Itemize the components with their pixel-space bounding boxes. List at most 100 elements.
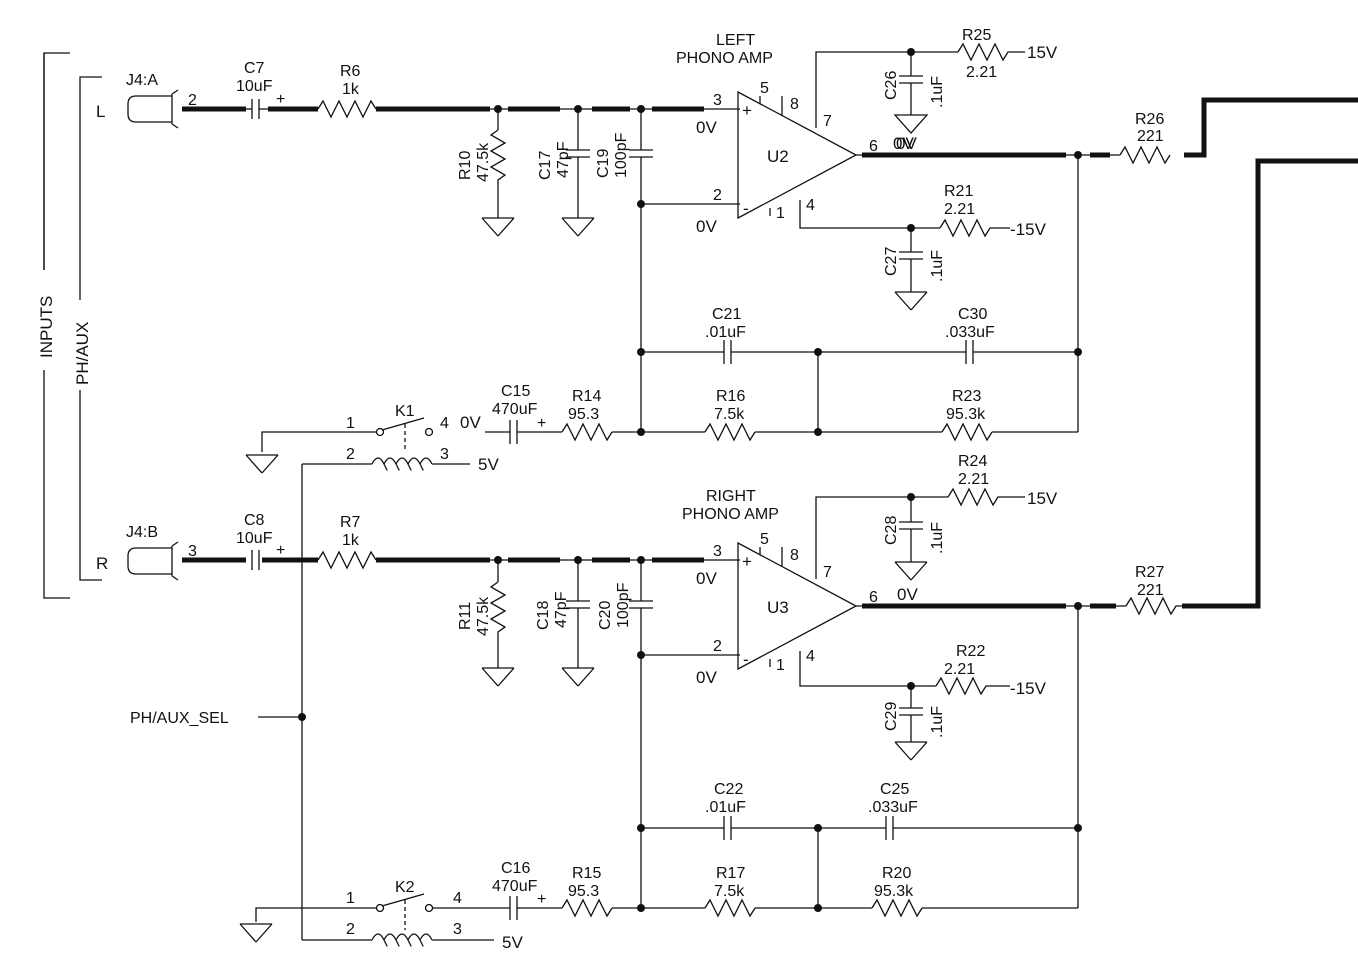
c8-ref: C8	[244, 512, 265, 529]
c15-plus: +	[537, 415, 546, 432]
k1-pin4: 4	[440, 415, 449, 432]
resistor-r6-icon	[317, 99, 377, 119]
c16-ref: C16	[501, 860, 530, 877]
u3-pin8: 8	[790, 547, 799, 564]
u2-pin3: 3	[713, 92, 722, 109]
u3-plus: +	[742, 552, 752, 571]
c8-value: 10uF	[236, 530, 273, 547]
r22-value: 2.21	[944, 661, 975, 678]
r26-value: 221	[1137, 128, 1164, 145]
k2-ref: K2	[395, 879, 415, 896]
r14-value: 95.3	[568, 406, 599, 423]
channel-right-label: R	[96, 554, 108, 573]
r17-value: 7.5k	[714, 883, 745, 900]
ground-icon	[239, 923, 273, 943]
c19-value: 100pF	[613, 132, 630, 178]
c18-ref: C18	[535, 601, 552, 630]
relay-k2-icon	[255, 893, 494, 947]
r22-supply: -15V	[1010, 679, 1047, 698]
u3-pin3: 3	[713, 543, 722, 560]
c22-value: .01uF	[705, 799, 746, 816]
r23-ref: R23	[952, 388, 981, 405]
u3-0v-out: 0V	[897, 585, 918, 604]
r27-value: 221	[1137, 582, 1164, 599]
r27-ref: R27	[1135, 564, 1164, 581]
relay-k1-icon	[261, 417, 470, 471]
u2-title-1: LEFT	[716, 32, 755, 49]
k1-pin3: 3	[440, 446, 449, 463]
resistor-r16-icon	[704, 422, 756, 442]
resistor-r20-icon	[871, 898, 923, 918]
c28-value: .1uF	[929, 522, 946, 554]
u2-pin4: 4	[806, 197, 815, 214]
u2-pin5: 5	[760, 80, 769, 97]
u2-title-2: PHONO AMP	[676, 50, 773, 67]
resistor-r26-icon	[1119, 145, 1171, 165]
c8-plus: +	[276, 542, 285, 559]
resistor-r10-icon	[489, 129, 507, 218]
c30-value: .033uF	[945, 324, 995, 341]
c15-ref: C15	[501, 383, 530, 400]
k2-pin4: 4	[453, 890, 462, 907]
j4a-label: J4:A	[126, 72, 158, 89]
ground-icon	[894, 561, 928, 581]
u3-0v-plus: 0V	[696, 569, 717, 588]
r23-value: 95.3k	[946, 406, 986, 423]
u3-pin7: 7	[823, 564, 832, 581]
u3-pin5: 5	[760, 531, 769, 548]
k1-ref: K1	[395, 403, 415, 420]
ground-icon	[245, 454, 279, 474]
resistor-r27-icon	[1125, 596, 1182, 616]
jack-j4a-icon	[127, 89, 179, 129]
c26-ref: C26	[883, 71, 900, 100]
r15-ref: R15	[572, 865, 601, 882]
r25-ref: R25	[962, 27, 991, 44]
r24-ref: R24	[958, 453, 987, 470]
u3-minus: -	[743, 650, 749, 669]
j4a-pin: 2	[188, 92, 197, 109]
r11-value: 47.5k	[475, 596, 492, 636]
c7-plus: +	[276, 91, 285, 108]
u2-plus: +	[742, 101, 752, 120]
u2-0v-minus: 0V	[696, 217, 717, 236]
c27-value: .1uF	[929, 250, 946, 282]
u3-pin2: 2	[713, 638, 722, 655]
c21-value: .01uF	[705, 324, 746, 341]
r25-supply: 15V	[1027, 43, 1058, 62]
u2-0v-plus: 0V	[696, 118, 717, 137]
resistor-r22-icon	[935, 676, 1010, 696]
r24-value: 2.21	[958, 471, 989, 488]
k1-0v: 0V	[460, 413, 481, 432]
u2-pin8: 8	[790, 96, 799, 113]
jack-j4b-icon	[127, 541, 179, 581]
opamp-u2-icon	[737, 90, 858, 220]
ground-icon	[561, 667, 595, 687]
u2-ref: U2	[767, 147, 789, 166]
k2-5v: 5V	[502, 933, 523, 952]
resistor-r25-icon	[957, 42, 1025, 62]
r10-value: 47.5k	[475, 142, 492, 182]
c20-value: 100pF	[615, 582, 632, 628]
u2-pin6: 6	[869, 138, 878, 155]
channel-left-label: L	[96, 102, 105, 121]
c26-value: .1uF	[929, 76, 946, 108]
c30-ref: C30	[958, 306, 987, 323]
u3-ref: U3	[767, 598, 789, 617]
ph-aux-sel-label: PH/AUX_SEL	[130, 710, 229, 727]
k2-pin3: 3	[453, 921, 462, 938]
r25-value: 2.21	[966, 64, 997, 81]
r16-value: 7.5k	[714, 406, 745, 423]
u3-pin4: 4	[806, 648, 815, 665]
r21-value: 2.21	[944, 201, 975, 218]
u3-pin1: 1	[776, 657, 785, 674]
resistor-r15-icon	[561, 898, 613, 918]
c17-value: 47pF	[555, 141, 572, 178]
r6-value: 1k	[342, 81, 360, 98]
ground-icon	[481, 217, 515, 237]
r15-value: 95.3	[568, 883, 599, 900]
ph-aux-label: PH/AUX	[73, 322, 92, 385]
u2-minus: -	[743, 199, 749, 218]
r20-value: 95.3k	[874, 883, 914, 900]
c16-value: 470uF	[492, 878, 538, 895]
